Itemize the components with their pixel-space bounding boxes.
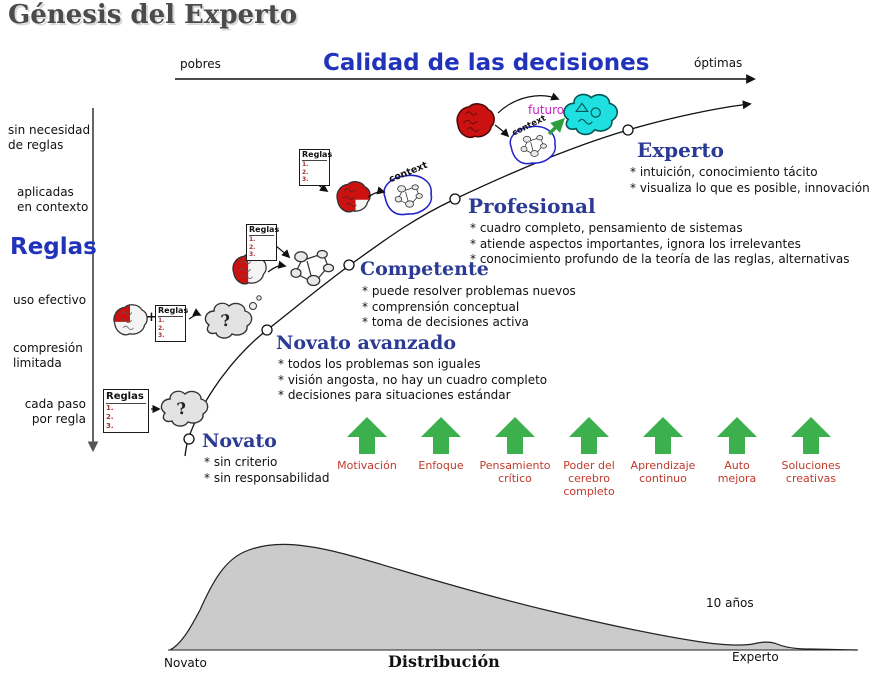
curve-marker-experto (622, 124, 634, 136)
rules-box-item: 3. (302, 176, 309, 183)
up-arrow-icon (717, 417, 757, 454)
curve-marker-novato-avanzado (261, 324, 273, 336)
booster-auto-mejora: Auto mejora (700, 417, 774, 485)
curve-marker-novato (183, 433, 195, 445)
booster-label: Pensamiento crítico (479, 459, 551, 485)
up-arrow-icon (347, 417, 387, 454)
plus-sign: + (146, 310, 157, 325)
rules-level-aplicadas: aplicadas en contexto (17, 185, 89, 214)
booster-pensamiento-critico: Pensamiento crítico (478, 417, 552, 485)
rules-box-item: 2. (249, 243, 256, 251)
booster-label: Auto mejora (717, 459, 757, 485)
rules-box-title: Reglas (106, 390, 146, 404)
stage-heading-profesional: Profesional (468, 194, 596, 218)
rules-box: Reglas 1. 2. 3. (246, 224, 280, 261)
green-growth-arrow-icon (547, 118, 565, 136)
rules-box-item: 3. (106, 422, 114, 430)
bullet: * visualiza lo que es posible, innovació… (630, 180, 870, 195)
brain-full-red-icon (456, 103, 495, 139)
axis-label-pobres: pobres (180, 57, 221, 71)
rules-box: Reglas 1. 2. 3. (299, 149, 333, 186)
bullet: * puede resolver problemas nuevos (362, 284, 576, 298)
rules-box-item: 3. (158, 332, 165, 339)
rules-box-title: Reglas (302, 150, 333, 161)
context-label: context (387, 159, 430, 186)
rules-box-title: Reglas (158, 306, 189, 317)
distribution-label-experto: Experto (732, 650, 779, 664)
bullet: * decisiones para situaciones estándar (278, 388, 511, 402)
distribution-axis-title: Distribución (388, 652, 500, 671)
context-label: context (510, 113, 548, 139)
booster-aprendizaje: Aprendizaje continuo (626, 417, 700, 485)
bullet: * atiende aspectos importantes, ignora l… (470, 236, 801, 251)
stage-bullets-competente: * puede resolver problemas nuevos * comp… (362, 284, 576, 331)
brain-future-cyan-icon (563, 93, 619, 136)
network-icon (290, 249, 335, 287)
booster-motivacion: Motivación (330, 417, 404, 472)
booster-soluciones: Soluciones creativas (774, 417, 848, 485)
rules-box: Reglas 1. 2. 3. (103, 389, 149, 433)
page-title: Génesis del Experto (8, 0, 298, 30)
stage-heading-experto: Experto (637, 138, 724, 162)
question-mark: ? (219, 310, 232, 331)
rules-level-sin-necesidad: sin necesidad de reglas (8, 123, 91, 152)
rules-box-item: 2. (302, 168, 309, 176)
rules-box-item: 3. (249, 251, 256, 258)
stage-bullets-novato: * sin criterio * sin responsabilidad (204, 455, 330, 486)
rules-box-item: 1. (302, 161, 309, 168)
stage-heading-competente: Competente (360, 258, 489, 280)
up-arrow-icon (421, 417, 461, 454)
booster-label: Poder del cerebro completo (563, 459, 615, 498)
up-arrow-icon (643, 417, 683, 454)
booster-enfoque: Enfoque (404, 417, 478, 472)
rules-level-cada-paso: cada paso por regla (24, 397, 86, 426)
rules-box-item: 1. (158, 317, 165, 324)
brain-threequarter-red-icon (336, 181, 371, 213)
question-cloud-icon (204, 295, 262, 339)
rules-axis-title: Reglas (10, 234, 97, 260)
stage-bullets-profesional: * cuadro completo, pensamiento de sistem… (470, 221, 850, 268)
rules-box: Reglas 1. 2. 3. (155, 305, 189, 342)
bullet: * toma de decisiones activa (362, 315, 529, 329)
rules-box-item: 2. (106, 413, 114, 421)
bullet: * sin responsabilidad (204, 470, 330, 485)
rules-box-item: 1. (249, 236, 256, 243)
bullet: * visión angosta, no hay un cuadro compl… (278, 372, 548, 387)
up-arrow-icon (791, 417, 831, 454)
rules-level-compresion: compresión limitada (13, 341, 83, 370)
stage-heading-novato-avanzado: Novato avanzado (276, 332, 456, 354)
stage-bullets-novato-avanzado: * todos los problemas son iguales * visi… (278, 357, 547, 404)
rules-box-item: 2. (158, 324, 165, 332)
bullet: * todos los problemas son iguales (278, 357, 481, 371)
stage-bullets-experto: * intuición, conocimiento tácito * visua… (630, 165, 870, 196)
stage-heading-novato: Novato (202, 430, 277, 452)
rules-box-title: Reglas (249, 225, 280, 236)
booster-label: Soluciones creativas (781, 459, 841, 485)
curve-marker-profesional (449, 193, 461, 205)
curve-marker-competente (343, 259, 355, 271)
bullet: * cuadro completo, pensamiento de sistem… (470, 221, 743, 235)
bullet: * intuición, conocimiento tácito (630, 165, 818, 179)
axis-title-calidad: Calidad de las decisiones (323, 50, 650, 76)
ten-years-annotation: 10 años (706, 596, 754, 610)
up-arrow-icon (495, 417, 535, 454)
distribution-curve (168, 543, 858, 651)
brain-quarter-red-icon (113, 304, 148, 336)
futuro-label: futuro (528, 103, 565, 117)
booster-label: Aprendizaje continuo (630, 459, 696, 485)
rules-level-uso-efectivo: uso efectivo (13, 293, 87, 307)
bullet: * conocimiento profundo de la teoría de … (470, 252, 850, 266)
rules-box-item: 1. (106, 404, 114, 412)
booster-label: Motivación (337, 459, 397, 472)
booster-poder-cerebro: Poder del cerebro completo (552, 417, 626, 498)
bullet: * sin criterio (204, 455, 278, 469)
bullet: * comprensión conceptual (362, 299, 520, 314)
distribution-label-novato: Novato (164, 656, 207, 670)
question-mark: ? (175, 398, 188, 419)
booster-label: Enfoque (418, 459, 464, 472)
axis-label-optimas: óptimas (694, 56, 743, 70)
up-arrow-icon (569, 417, 609, 454)
